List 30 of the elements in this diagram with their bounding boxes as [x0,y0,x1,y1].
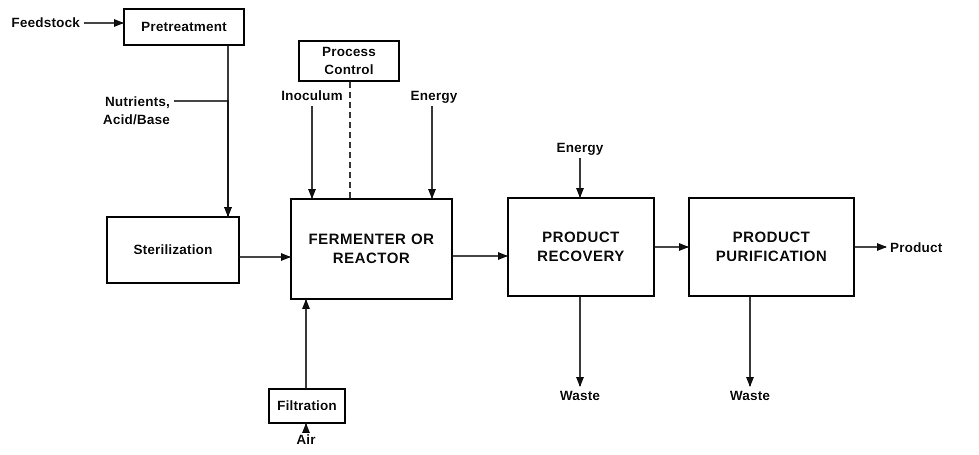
process-box: Filtration [268,388,346,424]
arrow [655,243,689,251]
dashed-connector [349,82,351,198]
arrow [576,158,584,198]
output-label: Waste [545,386,615,406]
arrow [308,106,316,199]
process-box: Process Control [298,40,400,82]
input-label: Feedstock [4,14,84,32]
arrow [302,423,310,433]
arrow [576,297,584,387]
input-label: Nutrients, Acid/Base [60,90,174,132]
arrow [240,253,291,261]
process-box: FERMENTER OR REACTOR [290,198,453,300]
arrow [428,106,436,199]
input-label: Inoculum [270,86,354,106]
arrow [174,100,232,217]
output-label: Product [886,238,976,258]
arrow [453,252,508,260]
process-box: Pretreatment [123,8,245,46]
process-box: PRODUCT RECOVERY [507,197,655,297]
input-label: Air [286,430,326,450]
input-label: Energy [544,138,616,158]
process-box: PRODUCT PURIFICATION [688,197,855,297]
output-label: Waste [715,386,785,406]
process-box: Sterilization [106,216,240,284]
arrow [746,297,754,387]
arrow [84,19,124,27]
input-label: Energy [398,86,470,106]
arrow [302,299,310,388]
arrow [855,243,887,251]
